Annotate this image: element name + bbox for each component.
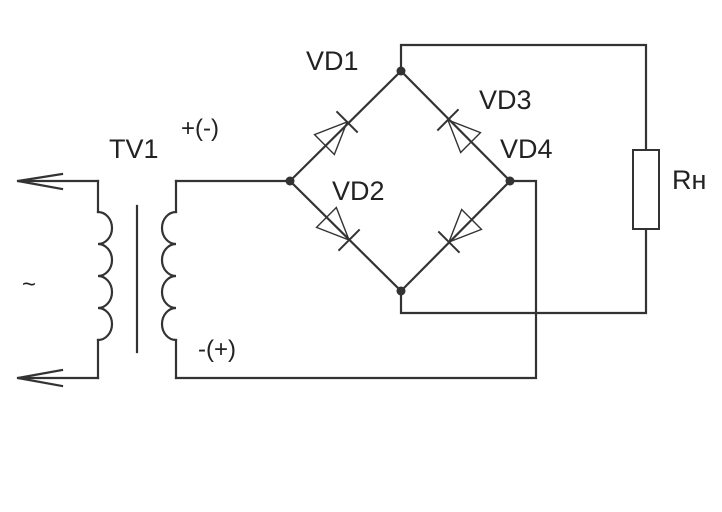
input-terminal-top (16, 172, 100, 191)
label-vd3: VD3 (479, 85, 532, 115)
label-vd4: VD4 (500, 134, 553, 164)
diode-bridge (288, 69, 512, 293)
junction-right (505, 176, 515, 186)
junction-bottom (396, 286, 406, 296)
diode-vd2 (315, 206, 361, 252)
load-resistor (632, 149, 660, 230)
label-tv1: TV1 (109, 134, 159, 164)
diode-vd1 (313, 110, 359, 156)
secondary-winding (160, 179, 178, 380)
label-top-polarity: +(-) (181, 115, 219, 142)
diode-vd3 (436, 108, 482, 154)
junction-top (396, 66, 406, 76)
input-terminal-bottom (16, 368, 100, 388)
junction-left (285, 176, 295, 186)
label-load: Rн (672, 165, 706, 195)
label-vd1: VD1 (306, 46, 359, 76)
wire-output-negative (399, 227, 648, 315)
diode-vd4 (437, 208, 483, 254)
wire-secondary-bottom (174, 179, 538, 380)
primary-winding (96, 179, 114, 380)
ac-symbol: ~ (22, 271, 36, 298)
label-bottom-polarity: -(+) (198, 336, 236, 363)
wire-output-positive (399, 43, 648, 152)
label-vd2: VD2 (332, 176, 385, 206)
